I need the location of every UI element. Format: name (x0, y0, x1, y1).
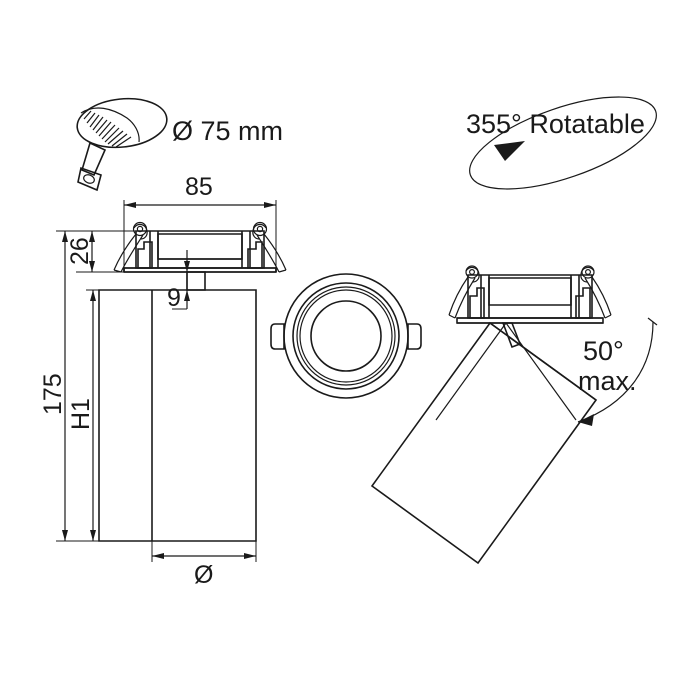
dim85-arrow-left (124, 202, 136, 208)
dim85-label: 85 (185, 173, 213, 201)
spring-clip-left (113, 221, 148, 273)
tilt-inner-chamber (488, 277, 572, 306)
tilt-barrel-body (370, 321, 598, 565)
dimension-9: 9 (167, 250, 190, 312)
tilt-clip-bracket-left (469, 287, 485, 319)
angle-leg-vertical (505, 322, 577, 421)
dimdia-arrow-left (152, 553, 164, 559)
dim175-arrow-bottom (62, 530, 68, 541)
drill-chuck-hole (83, 174, 95, 184)
dim175-arrow-top (62, 231, 68, 242)
dim26-label: 26 (66, 237, 94, 265)
clip-right-pivot-hole (256, 225, 264, 233)
tilt-clip-left-tip (448, 314, 456, 319)
dimdia-label: Ø (194, 561, 213, 589)
clip-right-tip (278, 269, 287, 273)
front-pivot-tab-right (407, 323, 422, 350)
clip-right-arm-b (256, 234, 280, 273)
tilted-assembly-view (370, 265, 612, 565)
tilt-clip-left-hole (469, 269, 476, 276)
dim26-arrow-bottom (89, 261, 95, 272)
tilt-clip-left-arm-b (454, 277, 476, 319)
dimh1-arrow-top (90, 290, 96, 301)
dimension-175: 175 (39, 230, 99, 542)
dimdia-arrow-right (244, 553, 256, 559)
front-reflector-ring (299, 289, 393, 383)
tilt-arc-start-tick (647, 317, 658, 326)
front-view (270, 273, 422, 399)
rotation-arrow-icon (494, 141, 525, 161)
tilt-spring-clip-right (580, 265, 612, 319)
spring-clip-right (252, 221, 287, 273)
tilt-clip-bracket-right (575, 287, 591, 319)
clip-left-hook (133, 223, 148, 240)
clip-bracket-left (137, 241, 153, 269)
housing-inner-chamber (157, 233, 243, 260)
tilt-clip-left-hook (465, 266, 480, 283)
tilt-spring-clip-left (448, 265, 480, 319)
drill-shank (81, 141, 107, 177)
dimh1-arrow-bottom (90, 530, 96, 541)
side-section-view (98, 221, 287, 542)
tilt-arc-arrow (578, 414, 594, 426)
cutout-inner-curve (80, 107, 140, 143)
drill-flutes (83, 110, 132, 148)
dimension-26: 26 (66, 230, 136, 273)
front-outer-ring (283, 273, 409, 399)
tilt-clip-left-arm-a (448, 276, 469, 316)
clip-left-pivot-hole (136, 225, 144, 233)
cutout-diameter-label: Ø 75 mm (172, 116, 283, 146)
tilt-housing-can (467, 274, 593, 319)
front-pivot-tab-left (270, 323, 285, 350)
dim175-label: 175 (39, 373, 67, 415)
front-trim-ring-inner (296, 286, 396, 386)
dim9-arrow-up (184, 261, 190, 272)
dim9-label: 9 (167, 284, 181, 312)
tilt-clip-right-tip (604, 314, 612, 319)
dimension-body-diameter: Ø (151, 541, 257, 589)
hole-saw-icon (76, 97, 168, 192)
tilt-angle-annotation: 50° max. (435, 317, 658, 426)
front-aperture (310, 300, 382, 372)
drill-chuck (77, 166, 102, 192)
tilt-clip-right-arm-b (584, 277, 606, 319)
tilt-clip-right-hook (580, 266, 595, 283)
tilt-clip-right-hole (584, 269, 591, 276)
rotation-ellipse (469, 96, 657, 190)
barrel-body (98, 289, 257, 542)
dim26-arrow-top (89, 231, 95, 242)
clip-left-arm-b (120, 234, 144, 273)
tilt-angle-label-degrees: 50° (583, 336, 624, 366)
clip-bracket-right (247, 241, 263, 269)
dimh1-label: H1 (67, 398, 95, 430)
tilt-angle-label-max: max. (578, 366, 637, 396)
tilt-clip-right-arm-a (591, 276, 612, 316)
dimension-85: 85 (123, 173, 277, 268)
tilt-barrel-head-edge (489, 322, 597, 401)
dim85-arrow-right (264, 202, 276, 208)
dim9-arrow-down (184, 290, 190, 301)
dimension-h1: H1 (67, 289, 99, 541)
housing-can (135, 230, 265, 269)
rotation-ellipse-icon (469, 96, 657, 190)
front-trim-ring (292, 282, 400, 390)
yoke-neck (186, 271, 206, 291)
angle-leg-tilted (435, 322, 507, 421)
ceiling-cutout-ellipse (76, 97, 168, 149)
rotatable-label: 355° Rotatable (466, 109, 645, 139)
clip-right-hook (252, 223, 267, 240)
